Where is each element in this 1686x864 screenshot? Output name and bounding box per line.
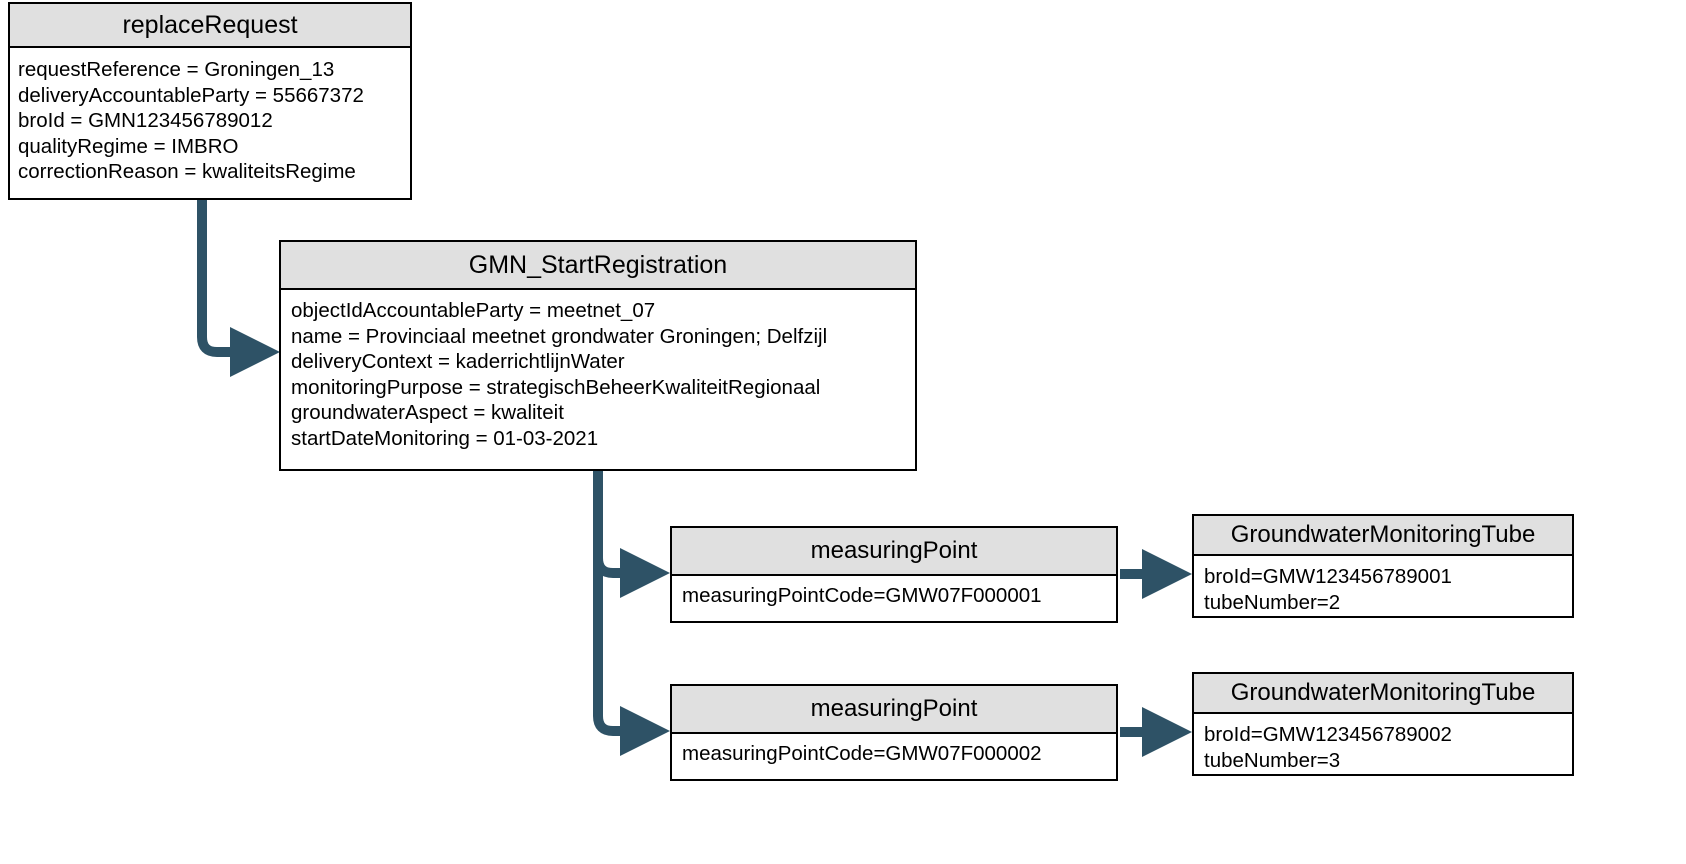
box-title-groundwater-monitoring-tube-1: GroundwaterMonitoringTube — [1194, 516, 1572, 556]
attribute-tube-number-1: tubeNumber=2 — [1204, 590, 1341, 614]
attribute-name: name = Provinciaal meetnet grondwater Gr… — [291, 324, 828, 348]
attribute-bro-id: broId = GMN123456789012 — [18, 109, 273, 133]
attribute-delivery-context: deliveryContext = kaderrichtlijnWater — [291, 350, 625, 374]
box-title-replace-request: replaceRequest — [10, 4, 410, 48]
attribute-start-date-monitoring: startDateMonitoring = 01-03-2021 — [291, 426, 599, 450]
attribute-measuring-point-code-2: measuringPointCode=GMW07F000002 — [682, 742, 1042, 765]
box-title-groundwater-monitoring-tube-2: GroundwaterMonitoringTube — [1194, 674, 1572, 714]
attribute-delivery-accountable-party: deliveryAccountableParty = 55667372 — [18, 83, 364, 107]
box-body-groundwater-monitoring-tube-1: broId=GMW123456789001 tubeNumber=2 — [1194, 556, 1572, 616]
attribute-measuring-point-code-1: measuringPointCode=GMW07F000001 — [682, 584, 1042, 607]
box-body-replace-request: requestReference = Groningen_13 delivery… — [10, 48, 410, 185]
object-box-measuring-point-1[interactable]: measuringPoint measuringPointCode=GMW07F… — [670, 526, 1118, 623]
box-title-measuring-point-2: measuringPoint — [672, 686, 1116, 734]
attribute-tube-number-2: tubeNumber=3 — [1204, 748, 1341, 772]
attribute-tube-bro-id-1: broId=GMW123456789001 — [1204, 565, 1452, 588]
box-body-groundwater-monitoring-tube-2: broId=GMW123456789002 tubeNumber=3 — [1194, 714, 1572, 774]
box-body-measuring-point-1: measuringPointCode=GMW07F000001 — [672, 576, 1116, 609]
object-box-gmn-start-registration[interactable]: GMN_StartRegistration objectIdAccountabl… — [279, 240, 917, 471]
object-box-replace-request[interactable]: replaceRequest requestReference = Gronin… — [8, 2, 412, 200]
attribute-quality-regime: qualityRegime = IMBRO — [18, 134, 239, 158]
attribute-object-id-accountable-party: objectIdAccountableParty = meetnet_07 — [291, 299, 656, 322]
attribute-request-reference: requestReference = Groningen_13 — [18, 58, 335, 81]
connector-gmn-start-registration-to-measuring-point-2 — [593, 471, 671, 756]
box-title-gmn-start-registration: GMN_StartRegistration — [281, 242, 915, 290]
connector-replace-request-to-gmn-start-registration — [197, 200, 281, 377]
attribute-monitoring-purpose: monitoringPurpose = strategischBeheerKwa… — [291, 375, 821, 399]
connector-gmn-start-registration-to-measuring-point-1 — [593, 471, 671, 598]
object-box-groundwater-monitoring-tube-2[interactable]: GroundwaterMonitoringTube broId=GMW12345… — [1192, 672, 1574, 776]
object-box-groundwater-monitoring-tube-1[interactable]: GroundwaterMonitoringTube broId=GMW12345… — [1192, 514, 1574, 618]
attribute-tube-bro-id-2: broId=GMW123456789002 — [1204, 723, 1452, 746]
object-box-measuring-point-2[interactable]: measuringPoint measuringPointCode=GMW07F… — [670, 684, 1118, 781]
box-body-measuring-point-2: measuringPointCode=GMW07F000002 — [672, 734, 1116, 767]
box-body-gmn-start-registration: objectIdAccountableParty = meetnet_07 na… — [281, 290, 915, 452]
attribute-groundwater-aspect: groundwaterAspect = kwaliteit — [291, 401, 564, 425]
box-title-measuring-point-1: measuringPoint — [672, 528, 1116, 576]
attribute-correction-reason: correctionReason = kwaliteitsRegime — [18, 160, 356, 184]
